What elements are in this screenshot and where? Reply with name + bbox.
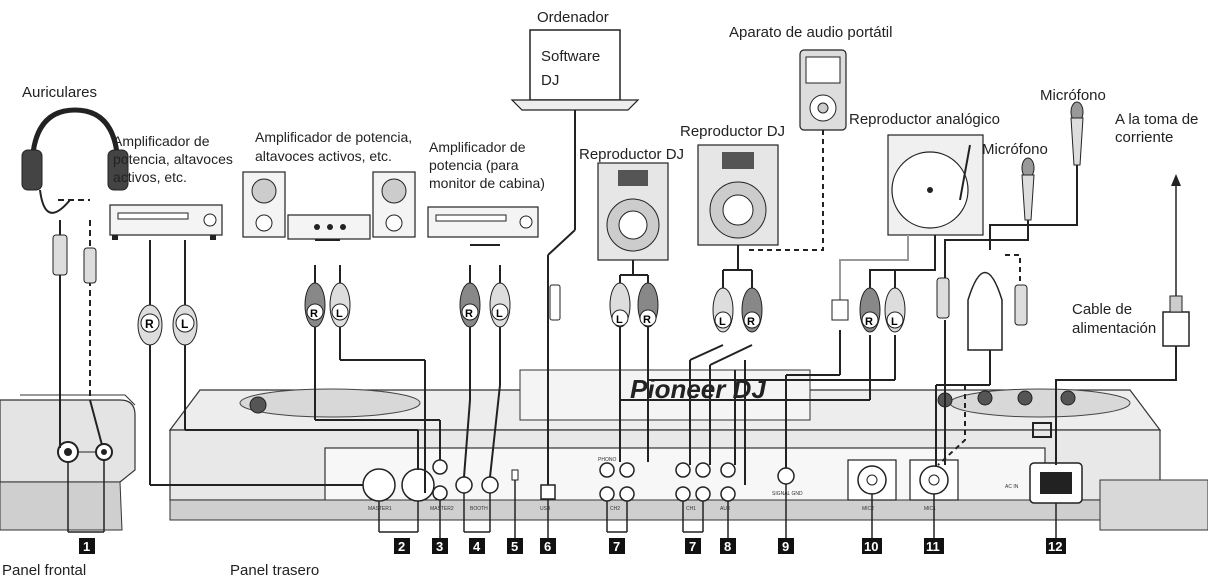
label-ordenador: Ordenador xyxy=(537,9,609,26)
label-mic2: MIC2 xyxy=(862,506,874,512)
marker-4 xyxy=(469,538,485,554)
headphones-icon xyxy=(21,107,129,214)
label-auriculares: Auriculares xyxy=(22,84,97,101)
marker-9 xyxy=(778,538,794,554)
label-phono: PHONO xyxy=(598,457,616,463)
plug-l-amp1: L xyxy=(181,317,188,331)
label-toma-line1: A la toma de xyxy=(1115,111,1198,128)
marker-6-text: 6 xyxy=(544,539,551,554)
number-markers: 1 2 3 4 5 6 7 7 8 9 xyxy=(67,460,1066,554)
plug-l-turntable: L xyxy=(891,316,898,328)
label-booth: BOOTH xyxy=(470,506,488,512)
software-label-1: Software xyxy=(541,48,600,65)
marker-12 xyxy=(1046,538,1066,554)
portable-audio-player-icon xyxy=(799,49,847,131)
plug-r-amp2: R xyxy=(310,308,318,320)
plug-l-amp3: L xyxy=(496,308,503,320)
marker-7a xyxy=(609,538,625,554)
rear-connectors: MASTER1 MASTER2 BOOTH USB PHONO CH2 CH1 … xyxy=(362,422,1083,512)
label-amp3-line2: potencia (para xyxy=(429,157,519,173)
label-master1: MASTER1 xyxy=(368,506,392,512)
plug-r-turntable: R xyxy=(865,316,873,328)
label-amp3-line1: Amplificador de xyxy=(429,139,526,155)
label-ac-in: AC IN xyxy=(1005,484,1019,490)
plug-r-dj2: R xyxy=(747,316,755,328)
plug-l-amp2: L xyxy=(336,308,343,320)
software-label-2: DJ xyxy=(541,72,559,89)
marker-3 xyxy=(432,538,448,554)
label-amp2-line2: altavoces activos, etc. xyxy=(255,148,392,164)
marker-11-text: 11 xyxy=(926,539,940,554)
label-panel-trasero: Panel trasero xyxy=(230,562,319,578)
dj-player-1-icon xyxy=(597,162,669,261)
label-mic1: MIC1 xyxy=(924,506,936,512)
label-reproductor-dj-1: Reproductor DJ xyxy=(579,146,684,163)
front-panel-device xyxy=(0,394,136,531)
marker-5 xyxy=(507,538,523,554)
label-reproductor-dj-2: Reproductor DJ xyxy=(680,123,785,140)
marker-12-text: 12 xyxy=(1048,539,1062,554)
marker-10 xyxy=(862,538,882,554)
plug-l-dj1: L xyxy=(616,314,623,326)
dj-player-2-icon xyxy=(697,144,779,246)
label-ch2: CH2 xyxy=(610,506,620,512)
label-amp1-line3: activos, etc. xyxy=(113,169,187,185)
label-microfono-2: Micrófono xyxy=(1040,87,1106,104)
plug-r-dj1: R xyxy=(643,314,651,326)
power-amplifier-1-icon xyxy=(109,204,223,240)
marker-2-text: 2 xyxy=(398,539,405,554)
rl-plugs: R L R L R L L R L R R xyxy=(137,282,906,346)
marker-1-text: 1 xyxy=(83,539,90,554)
marker-7b-text: 7 xyxy=(689,539,696,554)
label-ch1: CH1 xyxy=(686,506,696,512)
plug-r-amp3: R xyxy=(465,308,473,320)
label-cable-line1: Cable de xyxy=(1072,301,1132,318)
label-signal-gnd: SIGNAL GND xyxy=(772,491,803,497)
laptop-icon: Software DJ xyxy=(510,29,640,111)
marker-2 xyxy=(394,538,410,554)
marker-7b xyxy=(685,538,701,554)
plug-r-amp1: R xyxy=(145,317,154,331)
label-panel-frontal: Panel frontal xyxy=(2,562,86,578)
marker-4-text: 4 xyxy=(473,539,481,554)
plug-l-dj2: L xyxy=(719,316,726,328)
label-amp1-line2: potencia, altavoces xyxy=(113,151,233,167)
marker-8-text: 8 xyxy=(724,539,731,554)
label-master2: MASTER2 xyxy=(430,506,454,512)
marker-7a-text: 7 xyxy=(613,539,620,554)
turntable-icon xyxy=(887,134,984,236)
microphone-1-icon xyxy=(1021,157,1035,221)
power-plug-icon xyxy=(1162,174,1190,347)
label-microfono-1: Micrófono xyxy=(982,141,1048,158)
marker-8 xyxy=(720,538,736,554)
marker-11 xyxy=(924,538,944,554)
marker-6 xyxy=(540,538,556,554)
marker-10-text: 10 xyxy=(864,539,878,554)
marker-1 xyxy=(79,538,95,554)
label-amp3-line3: monitor de cabina) xyxy=(429,175,545,191)
marker-5-text: 5 xyxy=(511,539,518,554)
marker-9-text: 9 xyxy=(782,539,789,554)
plugs xyxy=(52,234,1028,351)
marker-3-text: 3 xyxy=(436,539,443,554)
microphone-2-icon xyxy=(1070,101,1084,166)
booth-amplifier-icon xyxy=(427,206,539,238)
label-toma-line2: corriente xyxy=(1115,129,1173,146)
label-audio-portatil: Aparato de audio portátil xyxy=(729,24,892,41)
cables xyxy=(58,110,1177,493)
powered-speakers-icon xyxy=(242,171,416,240)
label-amp1-line1: Amplificador de xyxy=(113,133,210,149)
label-amp2-line1: Amplificador de potencia, xyxy=(255,129,412,145)
label-cable-line2: alimentación xyxy=(1072,320,1156,337)
label-usb: USB xyxy=(540,506,551,512)
label-reproductor-analogico: Reproductor analógico xyxy=(849,111,1000,128)
label-aux: AUX xyxy=(720,506,731,512)
